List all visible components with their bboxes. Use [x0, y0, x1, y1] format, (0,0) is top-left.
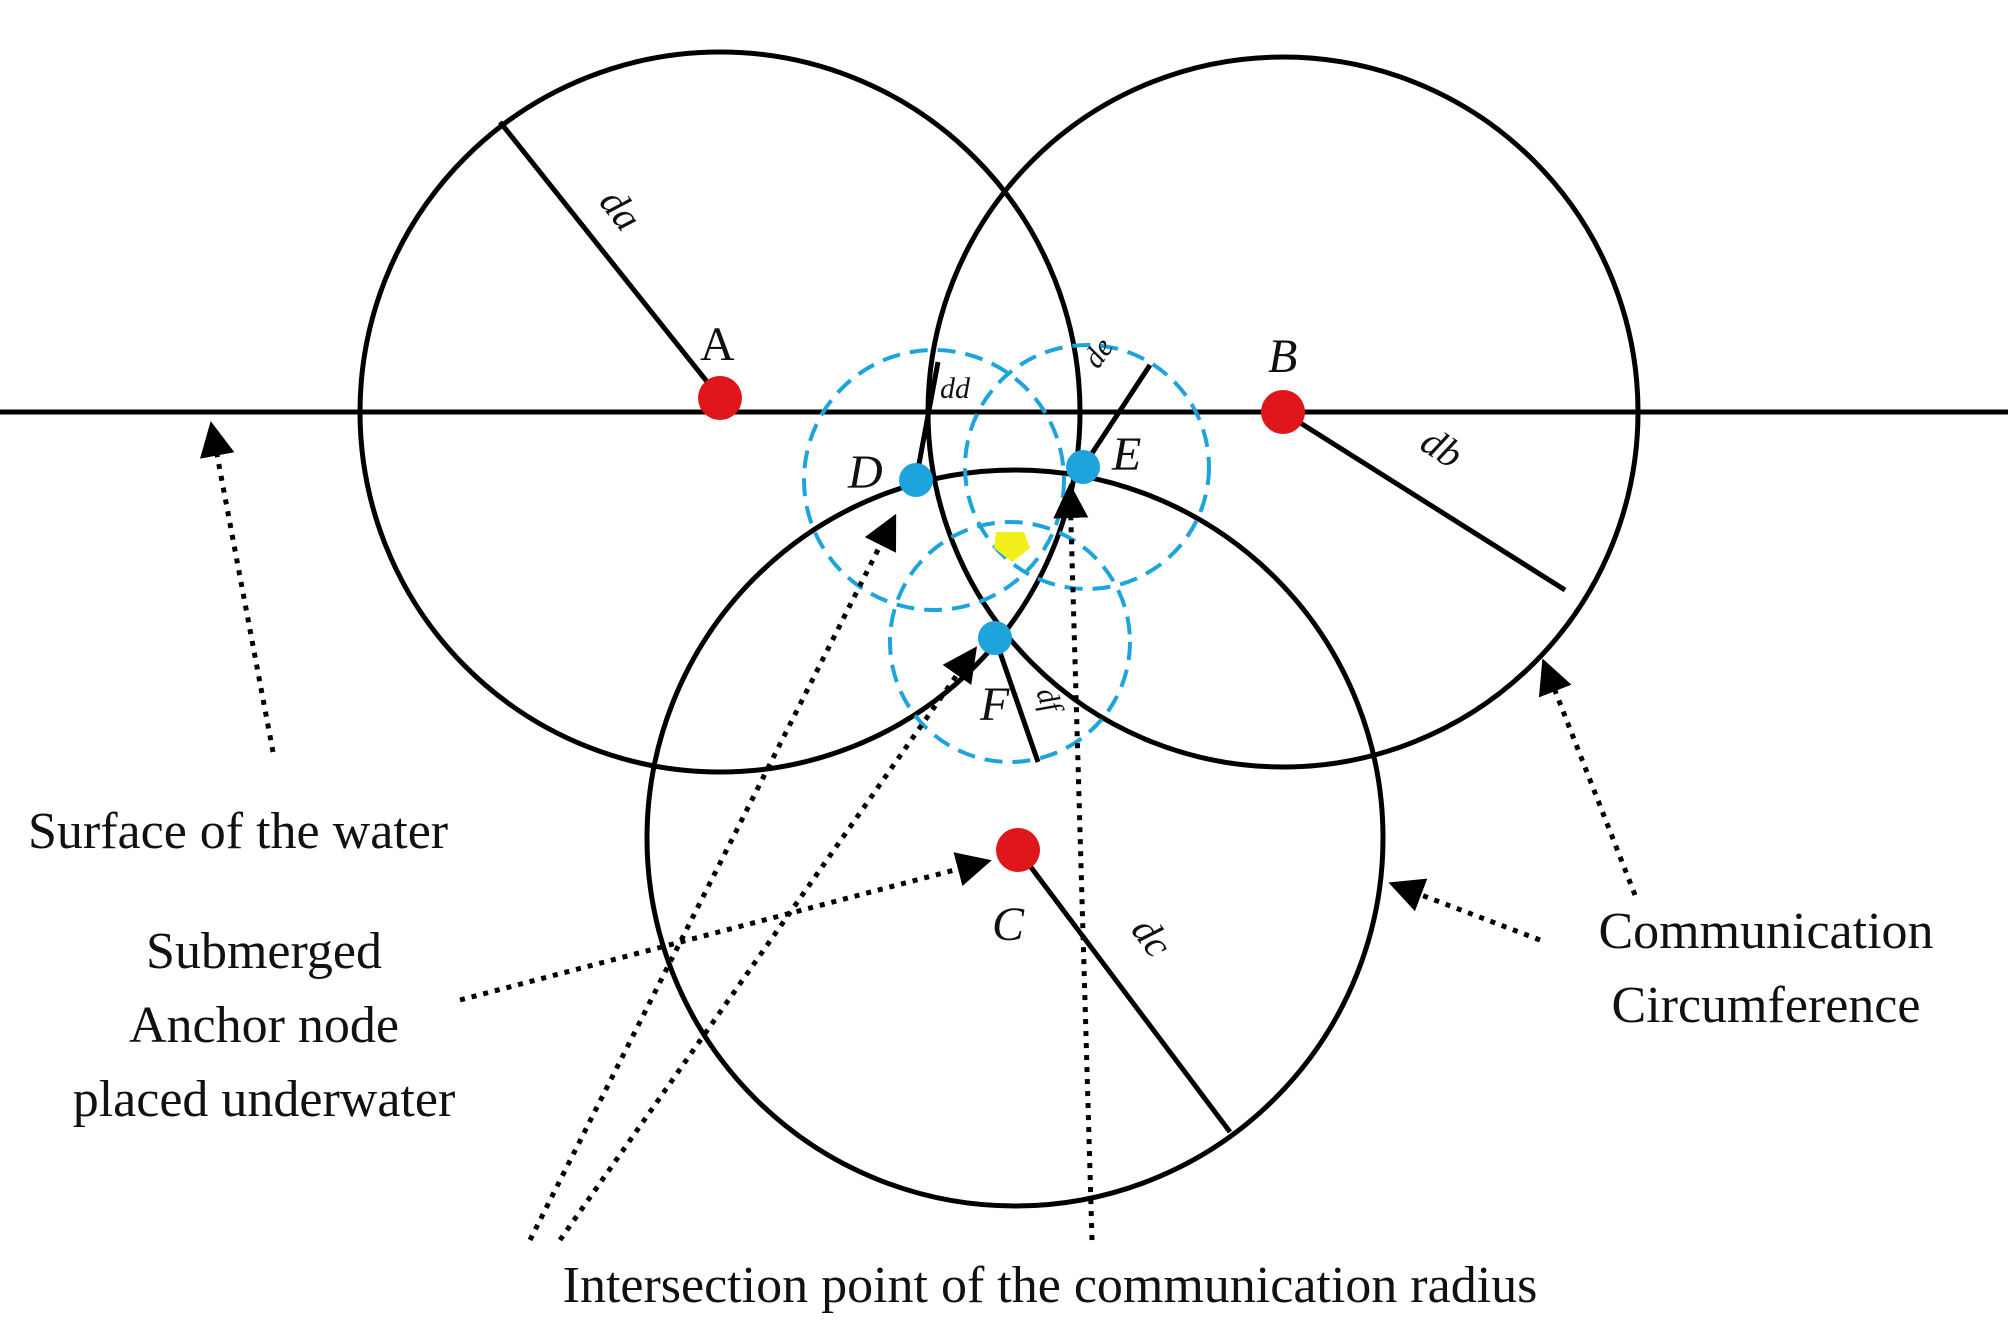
radius-line-dc: [1016, 848, 1232, 1134]
anchor-node-b: [1261, 390, 1305, 434]
anchor-label-line-3: placed underwater: [73, 1071, 456, 1128]
radius-line-da: [498, 120, 722, 400]
arrow-intersection-e: [1053, 483, 1095, 1241]
communication-circle-a: [357, 49, 1083, 775]
node-label-b: B: [1268, 330, 1297, 383]
range-circle-d: [802, 348, 1066, 612]
node-label-e: E: [1111, 428, 1141, 481]
anchor-label-line-1: Submerged: [146, 923, 382, 980]
anchor-node-a: [698, 376, 742, 420]
surface-label: Surface of the water: [28, 803, 448, 860]
node-label-a: A: [700, 318, 735, 371]
radius-label-da: da: [591, 180, 651, 239]
radius-line-db: [1281, 409, 1567, 593]
radius-line-de: [1080, 363, 1153, 469]
radius-label-de: de: [1077, 332, 1120, 374]
range-circle-e: [963, 343, 1211, 591]
node-label-f: F: [979, 678, 1010, 731]
anchor-node-c: [996, 828, 1040, 872]
node-label-d: D: [847, 446, 883, 499]
node-label-c: C: [992, 898, 1025, 951]
estimated-position-marker: [994, 532, 1030, 562]
radius-line-dd: [913, 361, 941, 481]
radius-line-df: [992, 637, 1041, 763]
radius-label-dd: dd: [940, 372, 971, 405]
circumference-label-line-1: Communication: [1598, 903, 1933, 960]
range-circle-f: [888, 520, 1132, 764]
anchor-label-line-2: Anchor node: [129, 997, 399, 1054]
arrow-intersection-d: [527, 513, 897, 1242]
communication-circle-c: [644, 467, 1386, 1209]
intersection-label: Intersection point of the communication …: [563, 1257, 1538, 1314]
radius-label-db: db: [1413, 418, 1471, 478]
radius-label-dc: dc: [1123, 908, 1182, 965]
intersection-node-f: [978, 621, 1012, 655]
arrow-circumference-c: [1388, 878, 1541, 943]
intersection-node-e: [1066, 450, 1100, 484]
intersection-node-d: [899, 463, 933, 497]
arrow-surface: [199, 421, 276, 753]
arrow-circumference-b: [1538, 658, 1638, 896]
arrow-anchor-c: [459, 852, 992, 1003]
circumference-label-line-2: Circumference: [1612, 977, 1921, 1034]
arrow-intersection-f: [557, 646, 978, 1242]
